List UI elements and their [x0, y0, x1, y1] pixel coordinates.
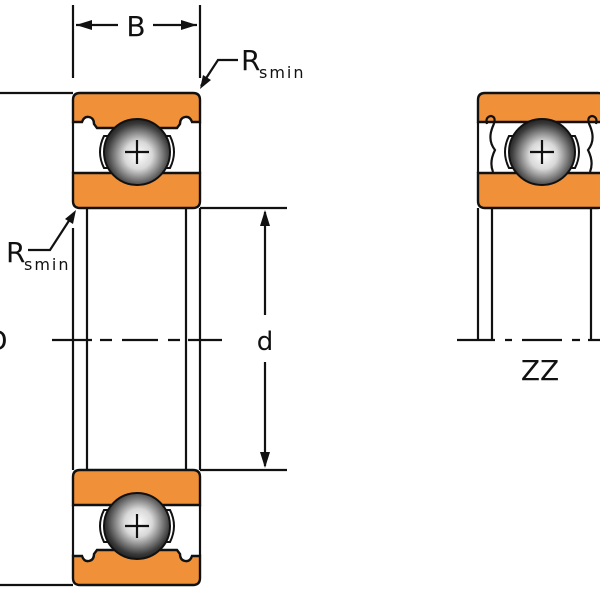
radius-left-sub: smin	[24, 255, 71, 274]
radius-left-callout: R smin	[6, 210, 76, 274]
radius-left-label: R	[6, 236, 25, 269]
radius-top-sub: smin	[259, 63, 306, 82]
arrow-down-icon	[260, 452, 270, 468]
bore-dimension: d	[200, 206, 287, 472]
zz-label: ZZ	[521, 354, 559, 387]
width-dimension: B	[71, 5, 202, 78]
radius-top-label: R	[241, 44, 260, 77]
arrow-right-icon	[181, 20, 197, 30]
arrow-left-icon	[76, 20, 92, 30]
bore-label: d	[257, 327, 274, 357]
width-label: B	[126, 10, 145, 43]
arrow-up-icon	[260, 210, 270, 226]
zz-bearing-section	[478, 93, 600, 340]
bearing-section-bottom	[73, 470, 200, 585]
bearing-section-top	[73, 93, 200, 208]
outer-diameter-label: D	[0, 324, 8, 357]
radius-top-callout: R smin	[200, 44, 306, 89]
